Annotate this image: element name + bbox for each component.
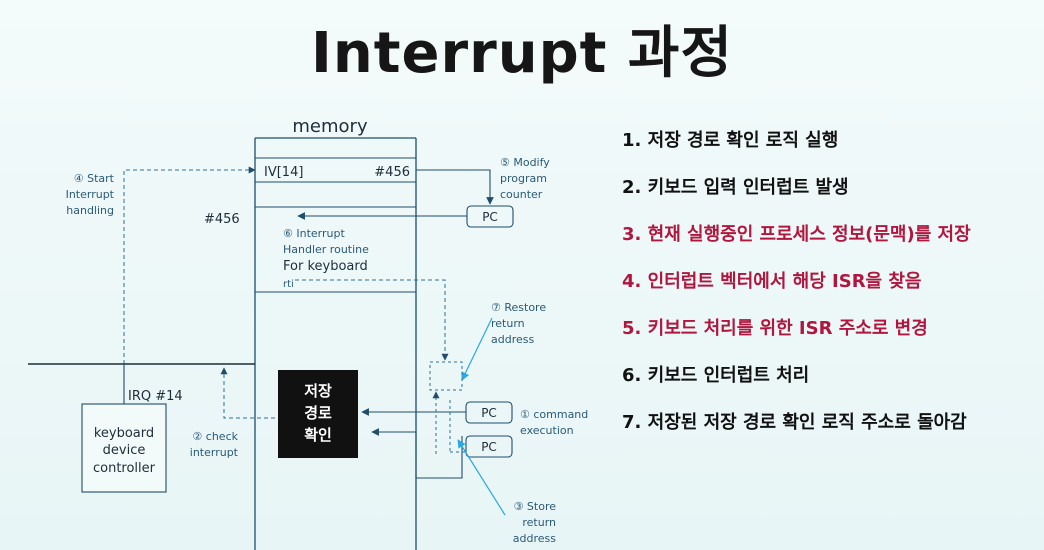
- svg-text:⑦ Restore: ⑦ Restore: [491, 301, 546, 314]
- step2-label: ② check interrupt: [190, 430, 239, 459]
- svg-text:counter: counter: [500, 188, 543, 201]
- svg-text:③ Store: ③ Store: [514, 500, 557, 513]
- irq-label: IRQ #14: [128, 389, 183, 404]
- svg-text:① command: ① command: [520, 408, 588, 421]
- svg-text:Handler routine: Handler routine: [283, 243, 369, 256]
- svg-text:For keyboard: For keyboard: [283, 259, 368, 274]
- svg-text:⑥ Interrupt: ⑥ Interrupt: [283, 227, 345, 240]
- step-item-5: 5. 키보드 처리를 위한 ISR 주소로 변경: [622, 318, 928, 339]
- page-title: Interrupt 과정: [311, 21, 733, 86]
- step4-label: ④ Start Interrupt handling: [66, 172, 115, 217]
- step3-label: ③ Store return address: [513, 500, 556, 545]
- handler-address-label: #456: [204, 212, 240, 227]
- interrupt-diagram: memory IV[14] #456 #456 ⑥ Interrupt Hand…: [28, 116, 588, 550]
- step-item-6: 6. 키보드 인터럽트 처리: [622, 365, 810, 386]
- svg-text:rti: rti: [283, 279, 294, 290]
- handler-routine-text: ⑥ Interrupt Handler routine For keyboard…: [283, 227, 369, 290]
- step1-label: ① command execution: [520, 408, 588, 437]
- svg-text:keyboard: keyboard: [94, 426, 154, 441]
- step7-label: ⑦ Restore return address: [491, 301, 546, 346]
- svg-text:address: address: [513, 532, 556, 545]
- pc-box-bottom-label: PC: [481, 440, 497, 454]
- step2-arrow: [220, 367, 275, 419]
- program-box-label: 저장 경로 확인: [304, 382, 332, 444]
- svg-text:device: device: [103, 443, 146, 458]
- svg-text:return: return: [491, 317, 525, 330]
- memory-block: [254, 137, 417, 550]
- svg-text:저장: 저장: [304, 382, 332, 400]
- svg-text:Interrupt: Interrupt: [66, 188, 115, 201]
- svg-text:④ Start: ④ Start: [74, 172, 115, 185]
- pc-loop-solid: [415, 432, 463, 479]
- step4-arrow: [123, 166, 256, 364]
- svg-text:확인: 확인: [304, 426, 332, 444]
- pc-box-middle-label: PC: [481, 406, 497, 420]
- svg-text:return: return: [522, 516, 556, 529]
- context-dashed-box: [429, 361, 463, 391]
- step-item-4: 4. 인터럽트 벡터에서 해당 ISR을 찾음: [622, 271, 922, 292]
- iv-value: #456: [374, 165, 410, 180]
- keyboard-controller-box: [81, 403, 167, 493]
- step7-cyan-arrow: [461, 317, 493, 381]
- svg-text:handling: handling: [66, 204, 114, 217]
- step-item-7: 7. 저장된 저장 경로 확인 로직 주소로 돌아감: [622, 412, 967, 433]
- svg-text:② check: ② check: [192, 430, 238, 443]
- svg-text:⑤ Modify: ⑤ Modify: [500, 156, 550, 169]
- step-item-2: 2. 키보드 입력 인터럽트 발생: [622, 177, 849, 198]
- step-item-1: 1. 저장 경로 확인 로직 실행: [622, 130, 839, 151]
- step5-label: ⑤ Modify program counter: [500, 156, 550, 201]
- program-black-box: [278, 370, 358, 458]
- svg-text:program: program: [500, 172, 547, 185]
- svg-text:address: address: [491, 333, 534, 346]
- step-item-3: 3. 현재 실행중인 프로세스 정보(문맥)를 저장: [622, 224, 971, 245]
- memory-label: memory: [292, 116, 368, 137]
- pc-box-top-label: PC: [482, 210, 498, 224]
- rti-return-arrow: [295, 279, 449, 361]
- iv-label: IV[14]: [264, 165, 303, 180]
- keyboard-controller-label: keyboard device controller: [93, 426, 156, 476]
- step3-cyan-arrow: [457, 439, 506, 516]
- svg-text:경로: 경로: [304, 404, 332, 422]
- svg-text:interrupt: interrupt: [190, 446, 239, 459]
- step5-arrow: [416, 169, 494, 205]
- svg-text:controller: controller: [93, 461, 156, 476]
- pc-box-bottom: [465, 435, 513, 458]
- svg-text:execution: execution: [520, 424, 574, 437]
